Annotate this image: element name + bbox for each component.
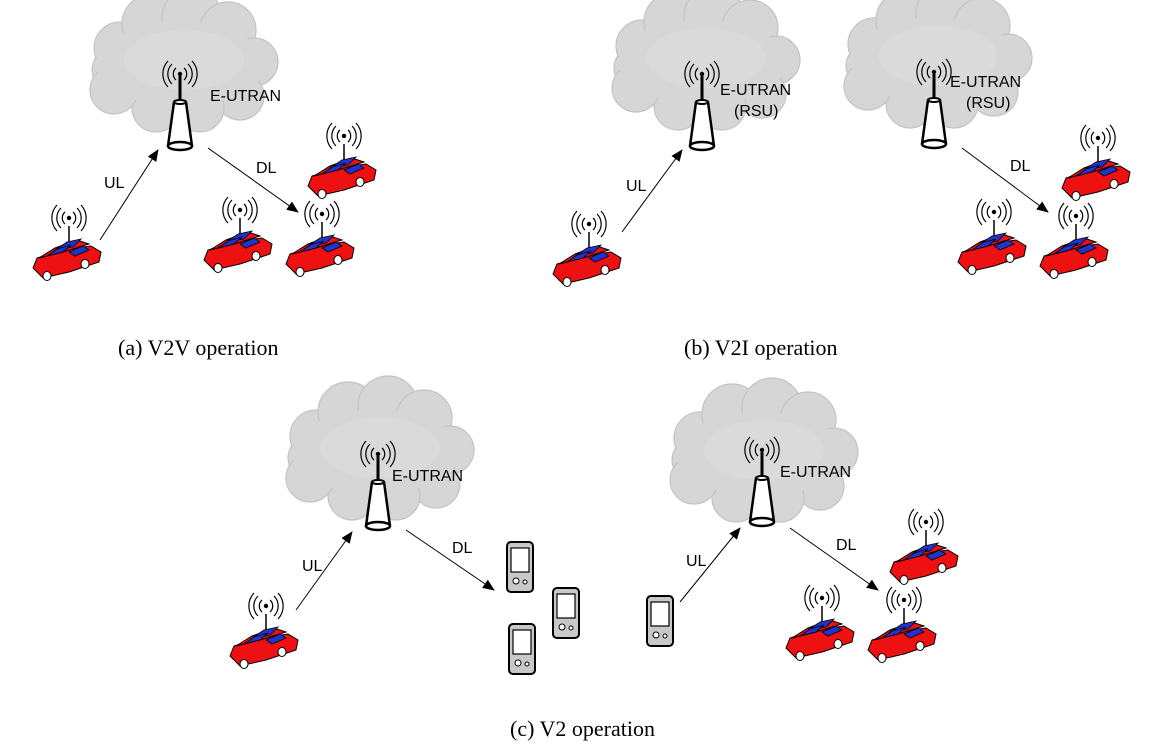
- car-icon: [1062, 125, 1130, 201]
- car-icon: [33, 205, 101, 281]
- uplink-label: UL: [686, 553, 707, 570]
- station-label: E-UTRAN: [720, 82, 791, 99]
- downlink-arrow: [405, 529, 495, 591]
- car-icon: [890, 509, 958, 585]
- station-sublabel: (RSU): [966, 95, 1010, 112]
- uplink-arrow: [679, 527, 741, 603]
- uplink-label: UL: [626, 178, 647, 195]
- phone-icon: [508, 623, 536, 675]
- car-icon: [868, 587, 936, 663]
- car-icon: [308, 123, 376, 199]
- station-label: E-UTRAN: [950, 74, 1021, 91]
- phone-icon: [552, 587, 580, 639]
- panel-b: E-UTRAN (RSU) UL E-UTRAN (RSU) DL: [553, 0, 1130, 287]
- uplink-arrow: [295, 531, 353, 611]
- downlink-arrow: [961, 147, 1049, 213]
- caption-a: (a) V2V operation: [118, 335, 278, 360]
- downlink-label: DL: [836, 537, 857, 554]
- downlink-arrow: [207, 147, 299, 213]
- car-icon: [1040, 203, 1108, 279]
- phone-icon: [646, 595, 674, 647]
- car-icon: [230, 593, 298, 669]
- car-icon: [958, 199, 1026, 275]
- downlink-label: DL: [256, 160, 277, 177]
- caption-c: (c) V2 operation: [510, 716, 655, 741]
- car-icon: [786, 585, 854, 661]
- station-sublabel: (RSU): [734, 103, 778, 120]
- panel-c: E-UTRAN UL DL E-UTRAN UL DL: [230, 375, 958, 675]
- downlink-label: DL: [1010, 158, 1031, 175]
- car-icon: [204, 197, 272, 273]
- downlink-label: DL: [452, 540, 473, 557]
- phone-icon: [506, 541, 534, 593]
- station-label: E-UTRAN: [210, 88, 281, 105]
- panel-a: E-UTRAN UL DL: [33, 0, 376, 281]
- uplink-label: UL: [302, 558, 323, 575]
- downlink-arrow: [789, 527, 879, 591]
- station-label: E-UTRAN: [780, 464, 851, 481]
- uplink-arrow: [621, 149, 683, 233]
- caption-b: (b) V2I operation: [684, 335, 838, 360]
- car-icon: [553, 211, 621, 287]
- station-label: E-UTRAN: [392, 468, 463, 485]
- car-icon: [286, 201, 354, 277]
- uplink-arrow: [99, 149, 159, 241]
- uplink-label: UL: [104, 175, 125, 192]
